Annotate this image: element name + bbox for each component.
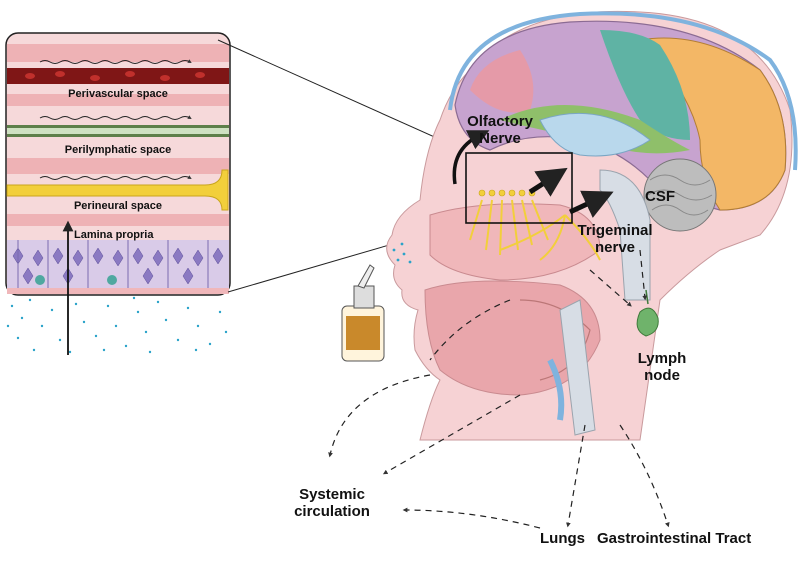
gastrointestinal-tract-label: Gastrointestinal Tract	[597, 530, 752, 547]
olfactory-nerve-fibers	[469, 199, 601, 261]
olfactory-epithelium	[7, 240, 229, 294]
zoom-box	[465, 152, 573, 224]
trigeminal-line2: nerve	[594, 239, 636, 257]
perivascular-label: Perivascular space	[68, 88, 168, 100]
dashed-routes	[328, 249, 670, 529]
trigeminal-nerve-label: Trigeminal nerve	[570, 222, 660, 257]
nerve-fiber	[6, 169, 229, 211]
systemic-circulation-label: Systemic circulation	[282, 486, 382, 521]
systemic-line2: circulation	[294, 503, 370, 521]
lymph-line2: node	[644, 367, 680, 385]
perineural-label: Perineural space	[73, 200, 163, 212]
inset-panel	[5, 32, 231, 296]
drug-particles	[6, 296, 228, 354]
lymph-node-label: Lymph node	[630, 350, 694, 385]
nasal-spray-bottle	[341, 242, 412, 362]
lymph-line1: Lymph	[637, 350, 687, 367]
lymph-node	[636, 289, 659, 337]
systemic-line1: Systemic	[299, 486, 365, 503]
olfactory-line1: Olfactory	[467, 113, 533, 130]
csf-label: CSF	[645, 188, 675, 205]
cerebellum	[643, 158, 717, 232]
trigeminal-line1: Trigeminal	[577, 222, 653, 239]
olfactory-nerve-label: Olfactory Nerve	[455, 113, 545, 148]
lamina-propria-label: Lamina propria	[74, 229, 154, 241]
perilymphatic-label: Perilymphatic space	[64, 144, 172, 156]
olfactory-line2: Nerve	[479, 130, 521, 148]
zoom-line-top	[217, 39, 469, 153]
transport-arrows	[452, 130, 614, 218]
lungs-label: Lungs	[540, 530, 585, 547]
